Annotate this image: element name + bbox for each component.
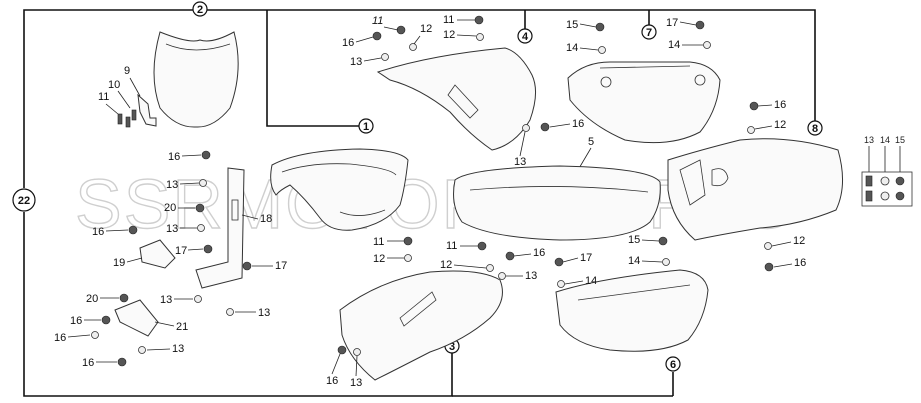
svg-text:20: 20 <box>164 202 176 214</box>
assembly-frame <box>23 9 816 397</box>
svg-text:12: 12 <box>373 253 385 265</box>
svg-text:16: 16 <box>342 37 354 49</box>
svg-text:8: 8 <box>812 123 818 135</box>
svg-text:10: 10 <box>108 79 120 91</box>
svg-text:11: 11 <box>446 240 457 252</box>
callout-8: 8 <box>807 120 823 136</box>
svg-text:17: 17 <box>666 17 678 29</box>
callout-22: 22 <box>12 188 36 212</box>
bracket-21-part <box>114 299 159 337</box>
svg-text:16: 16 <box>572 118 584 130</box>
svg-text:15: 15 <box>566 19 578 31</box>
svg-text:14: 14 <box>668 39 680 51</box>
svg-text:16: 16 <box>82 357 94 369</box>
rear-fender-part <box>667 138 843 241</box>
svg-text:16: 16 <box>533 247 545 259</box>
svg-text:13: 13 <box>350 56 362 68</box>
svg-text:15: 15 <box>628 234 640 246</box>
upper-shroud-part <box>376 47 536 151</box>
svg-text:13: 13 <box>160 294 172 306</box>
callout-6: 6 <box>665 356 681 372</box>
svg-text:22: 22 <box>18 195 30 207</box>
svg-text:6: 6 <box>670 359 676 371</box>
svg-text:17: 17 <box>175 245 187 257</box>
hardware-legend: 13 14 15 <box>861 135 913 207</box>
svg-text:19: 19 <box>113 257 125 269</box>
svg-text:13: 13 <box>258 307 270 319</box>
svg-text:16: 16 <box>774 99 786 111</box>
svg-text:13: 13 <box>525 270 537 282</box>
svg-text:11: 11 <box>372 15 383 27</box>
svg-text:12: 12 <box>440 259 452 271</box>
svg-text:15: 15 <box>895 135 905 145</box>
callout-2: 2 <box>192 1 208 17</box>
svg-text:18: 18 <box>260 213 272 225</box>
front-fender-part <box>270 148 409 231</box>
svg-text:14: 14 <box>585 275 597 287</box>
callout-7: 7 <box>641 24 657 40</box>
svg-text:13: 13 <box>350 377 362 389</box>
svg-text:12: 12 <box>420 23 432 35</box>
svg-text:16: 16 <box>92 226 104 238</box>
svg-text:2: 2 <box>197 4 203 16</box>
svg-text:13: 13 <box>166 223 178 235</box>
seat-part <box>453 165 661 241</box>
svg-text:14: 14 <box>566 42 578 54</box>
svg-text:3: 3 <box>449 341 455 353</box>
svg-text:11: 11 <box>443 14 454 26</box>
lower-side-panel-part <box>555 269 709 352</box>
mount-hardware-9-10-11 <box>117 93 157 128</box>
svg-text:13: 13 <box>514 156 526 168</box>
upper-side-panel-part <box>567 61 721 144</box>
svg-text:7: 7 <box>646 27 652 39</box>
bracket-19-part <box>139 239 176 269</box>
svg-text:5: 5 <box>588 136 594 148</box>
bracket-18-part <box>195 167 245 289</box>
svg-text:1: 1 <box>363 121 369 133</box>
part-labels: 9 10 11 16 13 20 13 16 17 18 19 17 20 13… <box>54 14 806 389</box>
svg-text:12: 12 <box>443 29 455 41</box>
svg-text:14: 14 <box>880 135 890 145</box>
svg-text:13: 13 <box>864 135 874 145</box>
svg-text:12: 12 <box>793 235 805 247</box>
svg-text:14: 14 <box>628 255 640 267</box>
svg-text:12: 12 <box>774 119 786 131</box>
svg-text:17: 17 <box>580 252 592 264</box>
svg-text:16: 16 <box>168 151 180 163</box>
lower-shroud-part <box>339 270 503 381</box>
svg-text:13: 13 <box>172 343 184 355</box>
callout-4: 4 <box>517 28 533 44</box>
svg-text:16: 16 <box>794 257 806 269</box>
svg-text:16: 16 <box>54 332 66 344</box>
svg-text:4: 4 <box>522 31 529 43</box>
fasteners <box>91 15 774 367</box>
svg-text:9: 9 <box>124 65 130 77</box>
number-plate-part <box>153 31 239 128</box>
svg-text:13: 13 <box>166 179 178 191</box>
svg-text:16: 16 <box>326 375 338 387</box>
svg-text:21: 21 <box>176 321 188 333</box>
svg-text:11: 11 <box>373 236 384 248</box>
callout-1: 1 <box>358 118 374 134</box>
svg-text:16: 16 <box>70 315 82 327</box>
svg-text:17: 17 <box>275 260 287 272</box>
svg-text:20: 20 <box>86 293 98 305</box>
svg-text:11: 11 <box>98 91 109 103</box>
